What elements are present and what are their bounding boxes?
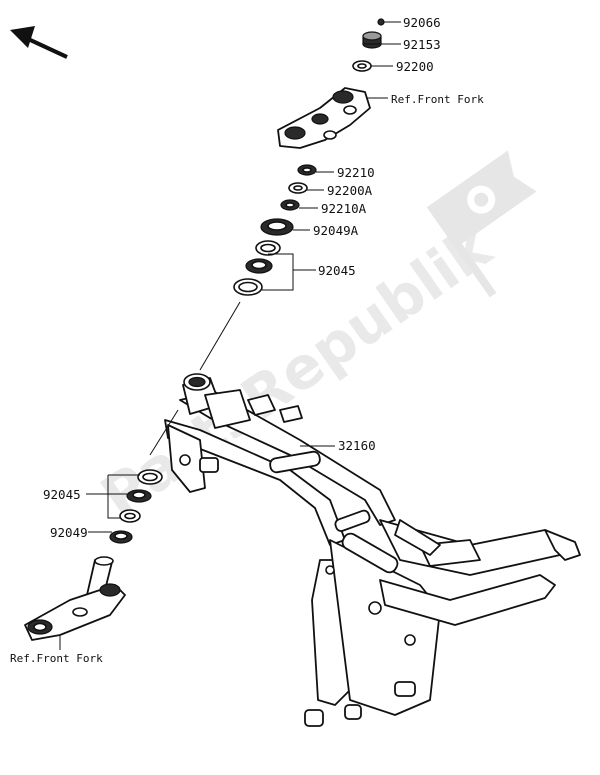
orientation-arrow-icon [10, 26, 68, 59]
ref-front-fork-top: Ref.Front Fork [391, 93, 484, 106]
part-92045-upper-bearings [233, 240, 281, 296]
part-92200-washer [352, 60, 372, 72]
ref-front-fork-bottom: Ref.Front Fork [10, 652, 103, 665]
upper-triple-clamp [277, 87, 371, 149]
label-92210A: 92210A [321, 201, 367, 216]
part-92045-lower-bearings [119, 469, 163, 523]
part-92200A-washer [288, 182, 308, 194]
part-92049A-seal [260, 218, 294, 236]
gear-flag-icon [426, 150, 537, 298]
part-92210-nut [297, 164, 317, 176]
label-92200A: 92200A [327, 183, 373, 198]
part-92210A-nut [280, 199, 300, 211]
leader-lines [59, 21, 401, 650]
label-92200: 92200 [396, 59, 434, 74]
label-92045-lower: 92045 [43, 487, 81, 502]
main-frame [164, 373, 581, 727]
label-32160: 32160 [338, 438, 376, 453]
label-92210: 92210 [337, 165, 375, 180]
label-92066: 92066 [403, 15, 441, 30]
steering-stem-lower-clamp [24, 556, 126, 641]
part-92153-nut [362, 31, 382, 49]
part-92049-seal [109, 530, 133, 544]
label-92153: 92153 [403, 37, 441, 52]
label-92049A: 92049A [313, 223, 359, 238]
part-labels: 92066 92153 92200 Ref.Front Fork 92210 9… [10, 15, 484, 665]
part-92066-cap [377, 18, 385, 26]
label-92049: 92049 [50, 525, 88, 540]
label-92045-upper: 92045 [318, 263, 356, 278]
